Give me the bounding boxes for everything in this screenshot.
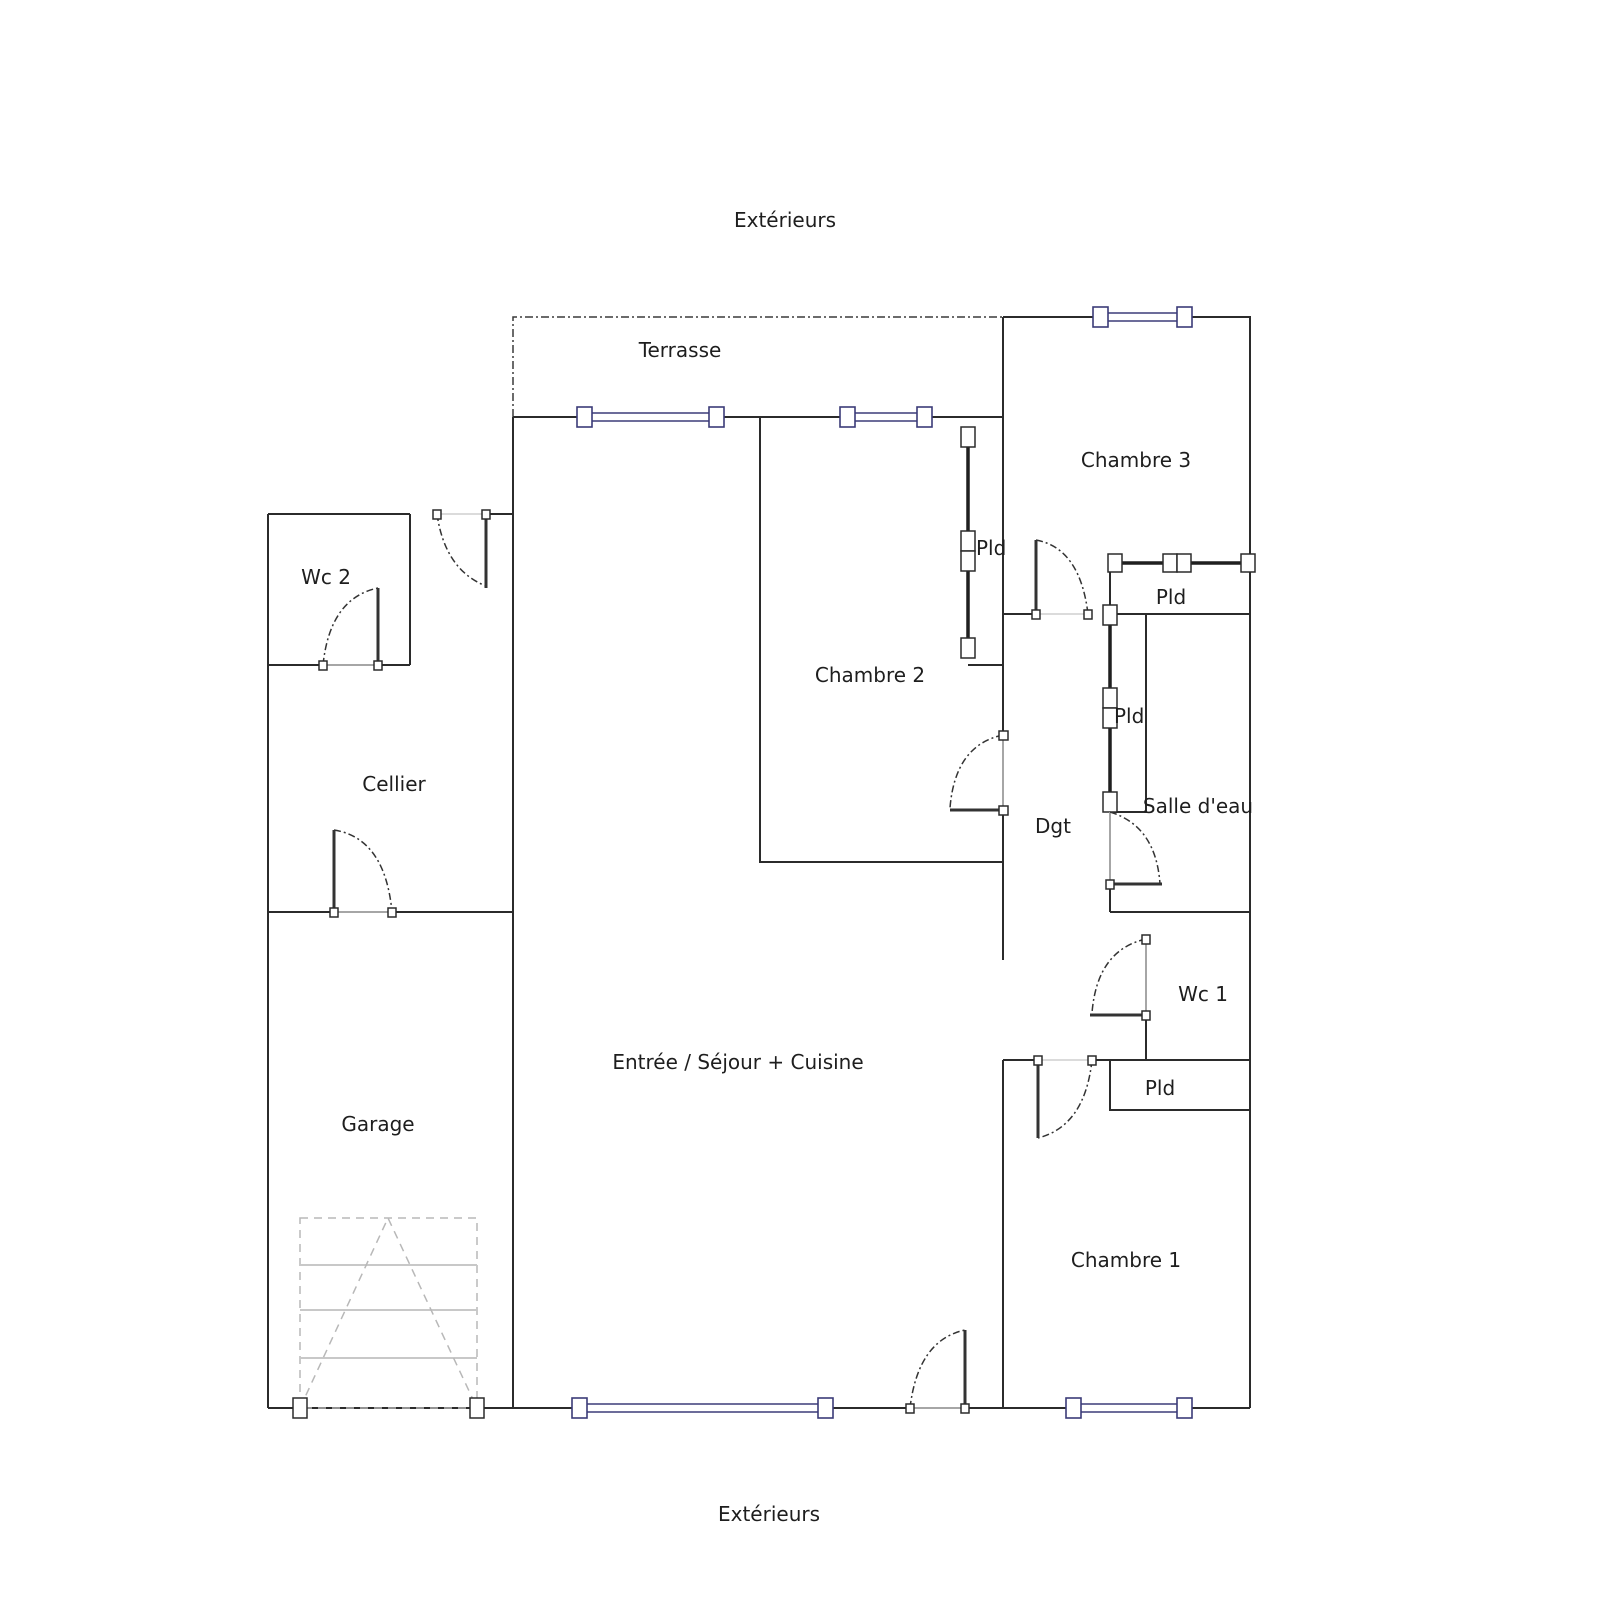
door-salle-eau [1105, 811, 1162, 890]
pld-chambre2-label: Pld [976, 536, 1007, 560]
wc2-label: Wc 2 [301, 565, 351, 589]
door-wc1 [1090, 934, 1151, 1021]
door-chambre1 [1033, 1055, 1097, 1139]
window-chambre2 [839, 406, 933, 428]
garage-door [292, 1216, 485, 1419]
doors [318, 509, 1162, 1414]
exterior-bottom-label: Extérieurs [717, 1502, 821, 1526]
cellier-label: Cellier [362, 772, 426, 796]
terrasse-label: Terrasse [638, 338, 722, 362]
closet-chambre2 [960, 426, 976, 659]
door-chambre3 [1031, 539, 1093, 620]
window-chambre1 [1065, 1397, 1193, 1419]
chambre1-label: Chambre 1 [1070, 1248, 1182, 1272]
door-wc2 [318, 587, 383, 671]
door-entrance [905, 1329, 970, 1414]
chambre2-label: Chambre 2 [814, 663, 926, 687]
terrace-outline [512, 316, 1003, 417]
dgt-label: Dgt [1035, 814, 1071, 838]
window-sejour-top [576, 406, 725, 428]
exterior-top-label: Extérieurs [733, 208, 837, 232]
door-chambre2 [949, 730, 1009, 816]
window-sejour-bottom [571, 1397, 834, 1419]
window-chambre3 [1092, 306, 1193, 328]
windows [571, 306, 1193, 1419]
walls [267, 316, 1251, 1409]
door-wc2-top [432, 509, 491, 588]
pld-chambre3-label: Pld [1155, 585, 1187, 609]
salle-eau-label: Salle d'eau [1142, 794, 1254, 818]
pld-chambre1-label: Pld [1144, 1076, 1176, 1100]
wc1-label: Wc 1 [1178, 982, 1228, 1006]
closet-salle-eau [1102, 604, 1118, 813]
chambre3-label: Chambre 3 [1080, 448, 1192, 472]
door-cellier [329, 829, 397, 918]
pld-salle-eau-label: Pld [1114, 704, 1145, 728]
sejour-label: Entrée / Séjour + Cuisine [612, 1050, 864, 1074]
garage-label: Garage [341, 1112, 415, 1136]
closets [960, 426, 1256, 813]
closet-chambre3 [1107, 553, 1256, 573]
